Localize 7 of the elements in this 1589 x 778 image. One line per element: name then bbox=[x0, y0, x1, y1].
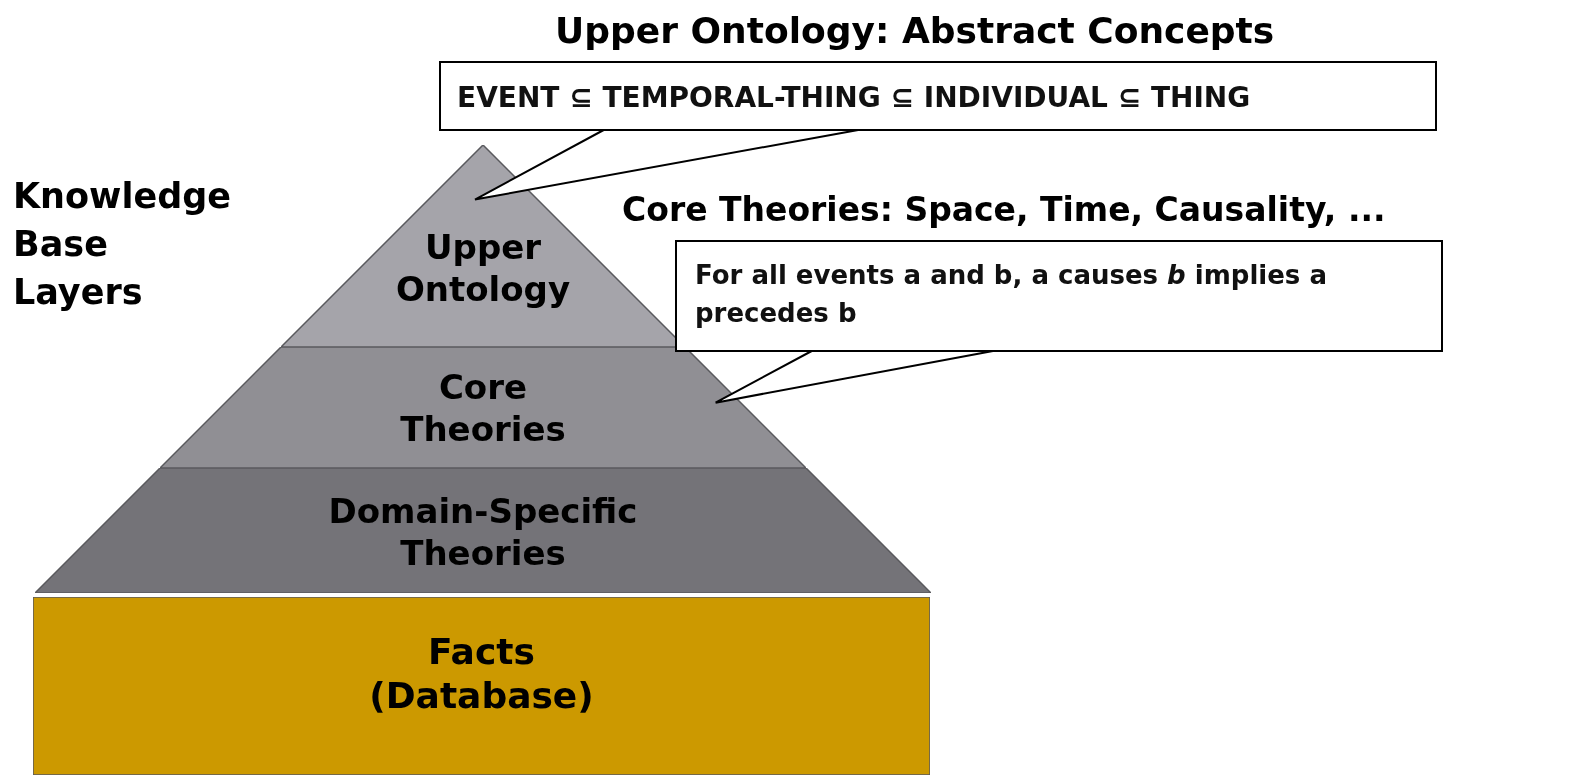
layer-label: Facts (Database) bbox=[368, 630, 595, 718]
callout-heading: Upper Ontology: Abstract Concepts bbox=[555, 10, 1275, 51]
side-label: Knowledge Base Layers bbox=[13, 175, 228, 314]
layer-label: Core Theories bbox=[399, 366, 567, 450]
callout-heading: Core Theories: Space, Time, Causality, ... bbox=[622, 190, 1386, 229]
layer-label: Domain-Specific Theories bbox=[327, 490, 639, 574]
layer-label: Upper Ontology bbox=[394, 226, 572, 310]
